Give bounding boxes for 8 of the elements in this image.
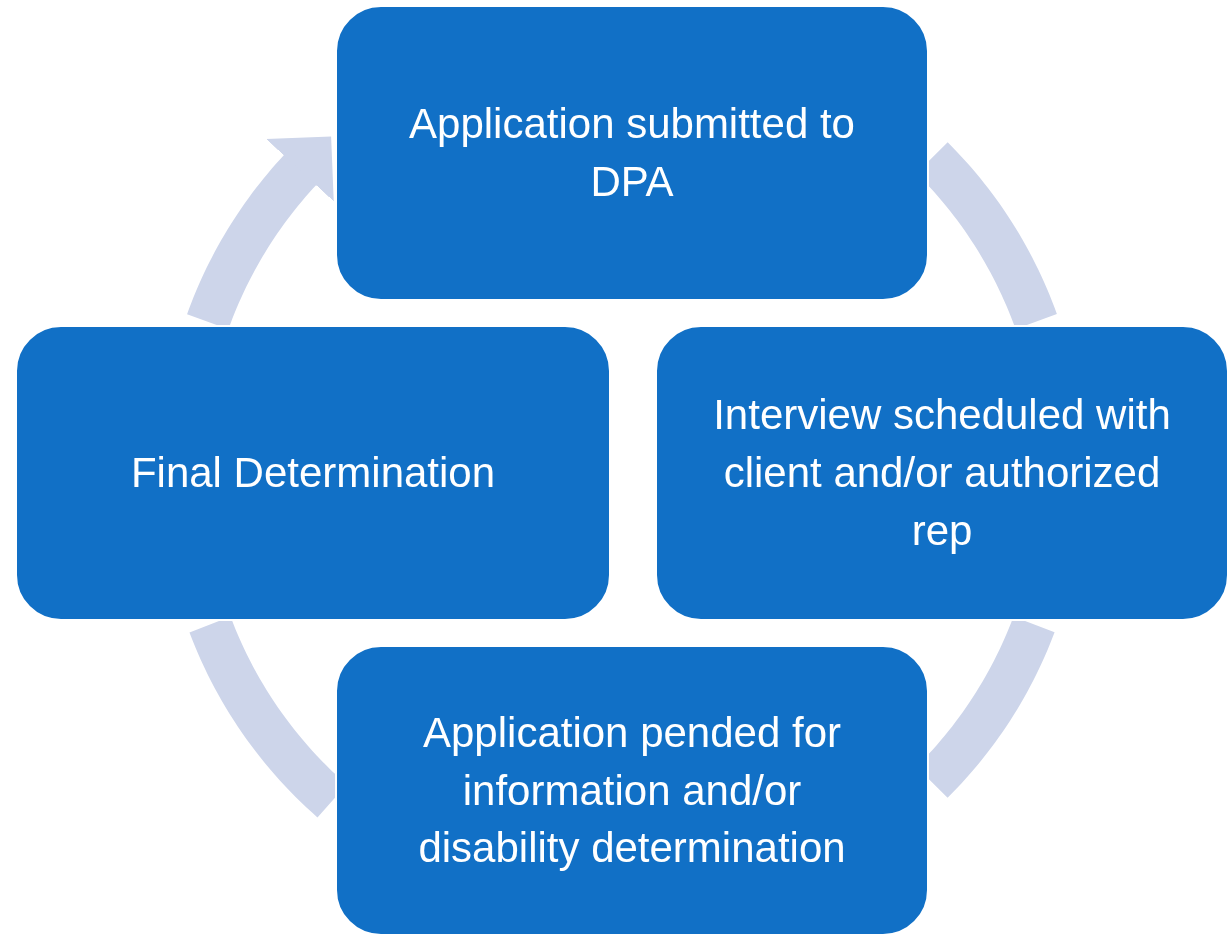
process-box [335, 645, 929, 936]
step-text: Final Determination [130, 448, 496, 498]
process-box [15, 325, 611, 621]
step-text: Application pended for information and/or disability determination [417, 707, 847, 874]
process-box [335, 5, 929, 301]
process-box [655, 325, 1229, 621]
step-text: Application submitted to DPA [408, 99, 856, 207]
step-text: Interview scheduled with client and/or authorized rep [712, 390, 1172, 556]
